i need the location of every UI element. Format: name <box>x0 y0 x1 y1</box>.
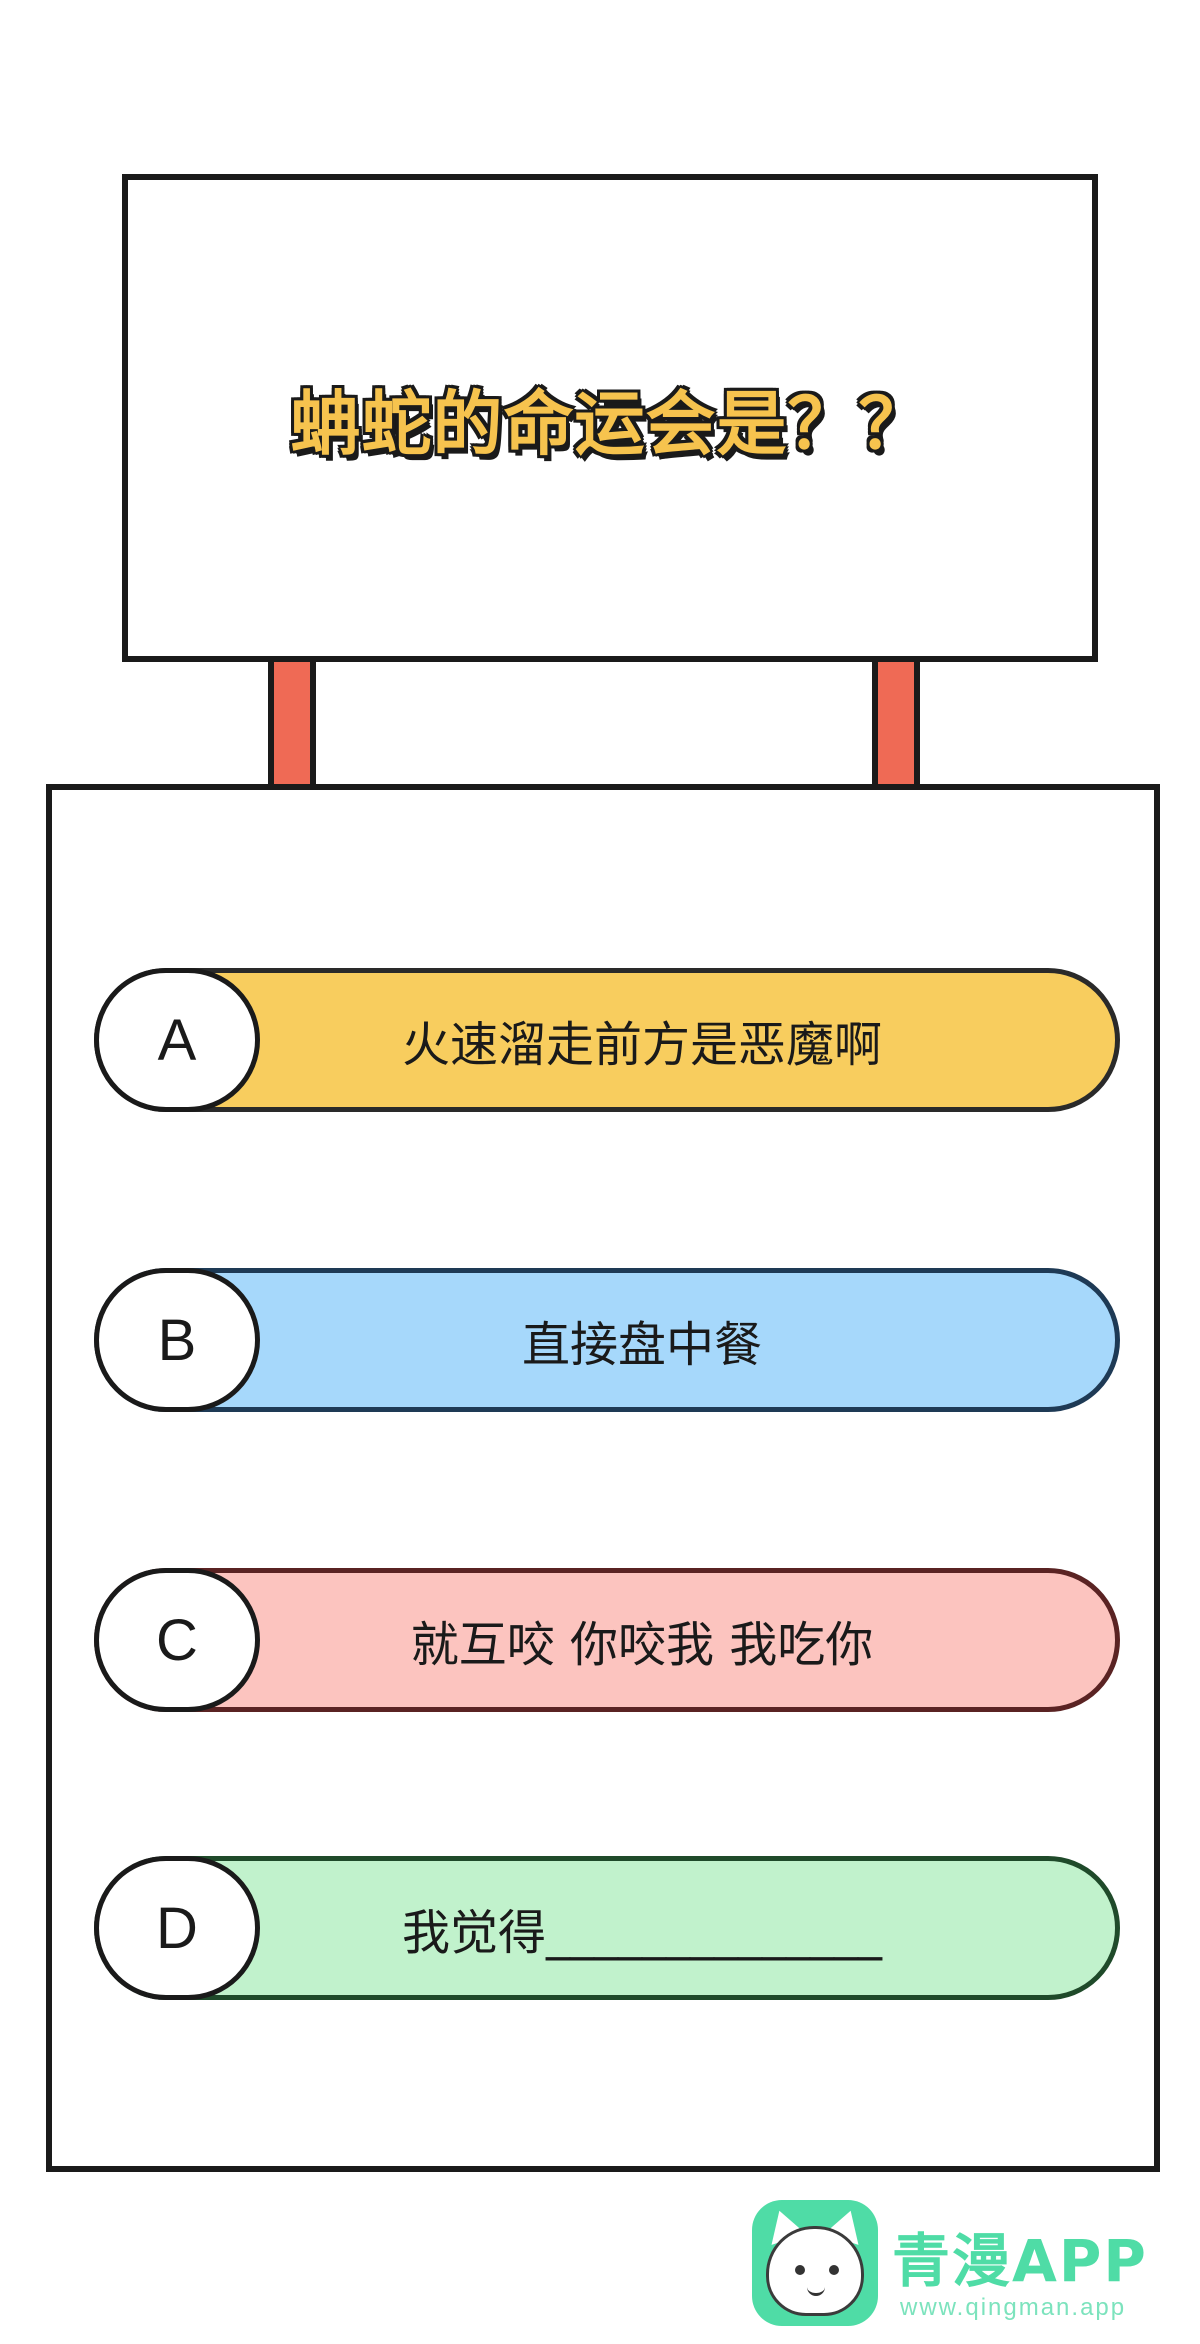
question-sign: 蚺蛇的命运会是？？ <box>122 174 1098 662</box>
option-c[interactable]: 就互咬 你咬我 我吃你 C <box>94 1568 1120 1712</box>
option-b[interactable]: 直接盘中餐 B <box>94 1268 1120 1412</box>
option-b-letter: B <box>94 1268 260 1412</box>
option-a-text: 火速溜走前方是恶魔啊 <box>401 1017 882 1073</box>
cat-face <box>766 2226 864 2316</box>
option-a-letter: A <box>94 968 260 1112</box>
cat-eye-right <box>829 2265 839 2275</box>
option-d-pill[interactable]: 我觉得______________ <box>94 1856 1120 2000</box>
option-c-letter: C <box>94 1568 260 1712</box>
brand-name: 青漫APP <box>892 2227 1148 2295</box>
sign-post-right <box>872 662 920 790</box>
sign-post-left <box>268 662 316 790</box>
option-d-letter: D <box>94 1856 260 2000</box>
option-c-pill[interactable]: 就互咬 你咬我 我吃你 <box>94 1568 1120 1712</box>
option-c-text: 就互咬 你咬我 我吃你 <box>410 1617 874 1673</box>
brand-url: www.qingman.app <box>900 2294 1127 2321</box>
cat-mouth <box>807 2281 825 2296</box>
option-d[interactable]: 我觉得______________ D <box>94 1856 1120 2000</box>
option-a[interactable]: 火速溜走前方是恶魔啊 A <box>94 968 1120 1112</box>
option-b-pill[interactable]: 直接盘中餐 <box>94 1268 1120 1412</box>
option-b-text: 直接盘中餐 <box>521 1317 762 1373</box>
option-d-text: 我觉得______________ <box>401 1905 882 1961</box>
option-a-pill[interactable]: 火速溜走前方是恶魔啊 <box>94 968 1120 1112</box>
question-title: 蚺蛇的命运会是？？ <box>290 382 930 465</box>
cat-logo-icon <box>752 2200 878 2326</box>
cat-eye-left <box>795 2265 805 2275</box>
